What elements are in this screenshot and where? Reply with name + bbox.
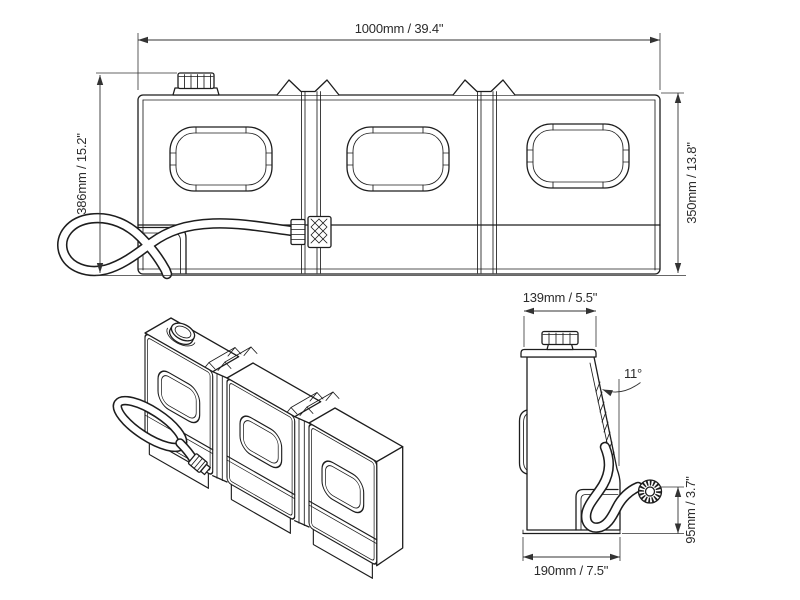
dim-height-total-label: 386mm / 15.2": [74, 133, 89, 215]
angle-annotation: 11°: [602, 366, 642, 466]
iso-window-2: [239, 415, 283, 469]
sight-window-1: [169, 126, 273, 192]
front-dimensions: 1000mm / 39.4" 386mm / 15.2" 350mm / 13.…: [74, 21, 699, 276]
front-outlet-hose: [57, 212, 298, 280]
side-filler-cap: [541, 330, 579, 351]
dim-base-width-label: 190mm / 7.5": [534, 563, 609, 578]
iso-section-1: [144, 333, 214, 489]
iso-filler-cap: [166, 322, 196, 347]
side-tank-body: [518, 330, 621, 535]
iso-section-2: [226, 378, 296, 534]
side-outlet-hose: [580, 441, 663, 533]
side-view: 139mm / 5.5" 11° 95mm / 3.7" 190mm / 7.5…: [518, 290, 698, 578]
front-hose-fitting: [290, 215, 332, 249]
side-recess: [575, 488, 619, 531]
iso-window-1: [157, 370, 201, 424]
dim-length-label: 1000mm / 39.4": [355, 21, 444, 36]
iso-window-3: [321, 460, 365, 514]
side-slope-hatch: [595, 381, 615, 463]
dim-outlet-height-label: 95mm / 3.7": [683, 476, 698, 544]
iso-hose-fitting: [187, 453, 211, 476]
dim-top-width-label: 139mm / 5.5": [523, 290, 598, 305]
divider-groove-2: [452, 79, 516, 274]
front-view: 1000mm / 39.4" 386mm / 15.2" 350mm / 13.…: [57, 21, 699, 280]
dim-angle-label: 11°: [624, 366, 642, 381]
dim-height-body-label: 350mm / 13.8": [684, 142, 699, 224]
iso-section-3: [308, 423, 378, 579]
side-hose-fitting: [637, 479, 663, 504]
front-tank-body: [137, 94, 661, 275]
iso-groove-1: [201, 346, 258, 483]
side-foot: [522, 529, 621, 535]
iso-outlet-hose: [112, 395, 211, 476]
side-lid: [520, 348, 597, 358]
filler-cap: [172, 72, 220, 96]
sight-window-3: [526, 123, 630, 189]
side-dimensions: 139mm / 5.5" 11° 95mm / 3.7" 190mm / 7.5…: [522, 290, 698, 578]
isometric-view: [112, 317, 404, 579]
side-window-bulge: [518, 409, 528, 475]
sight-window-2: [346, 126, 450, 192]
iso-end-face: [376, 446, 404, 567]
